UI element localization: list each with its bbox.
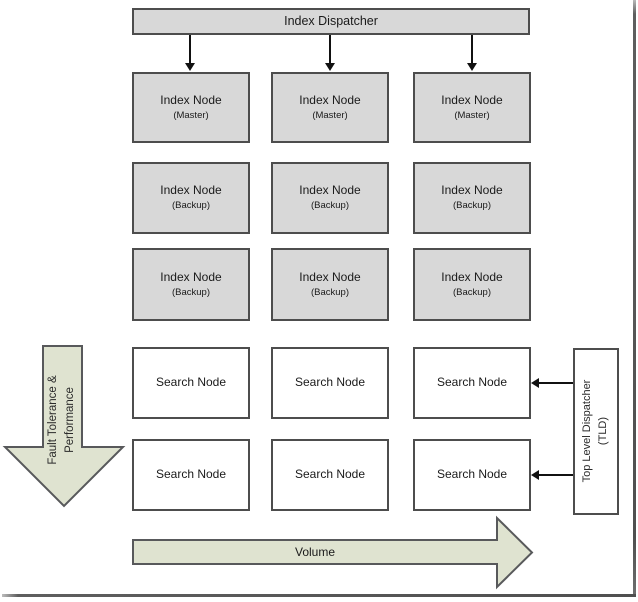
node-title: Search Node xyxy=(294,375,366,390)
index-node-backup-3: Index Node (Backup) xyxy=(413,162,531,234)
frame-shadow-right xyxy=(633,0,636,597)
connector-line-down-2 xyxy=(329,35,331,63)
top-level-dispatcher-box xyxy=(573,348,619,515)
node-subtitle: (Master) xyxy=(173,109,209,121)
index-node-backup-1: Index Node (Backup) xyxy=(132,162,250,234)
index-node-backup-4: Index Node (Backup) xyxy=(132,248,250,321)
down-arrow-icon-2 xyxy=(325,63,335,71)
left-arrow-icon-1 xyxy=(531,378,539,388)
down-big-arrow-icon xyxy=(2,345,126,508)
right-big-arrow-icon xyxy=(132,515,534,590)
connector-line-down-1 xyxy=(189,35,191,63)
index-node-master-3: Index Node (Master) xyxy=(413,72,531,143)
node-subtitle: (Backup) xyxy=(310,200,349,212)
index-dispatcher-label: Index Dispatcher xyxy=(284,13,378,28)
volume-label: Volume xyxy=(294,545,336,559)
volume-arrow xyxy=(132,515,534,590)
node-title: Search Node xyxy=(294,467,366,482)
search-node-4: Search Node xyxy=(132,439,250,511)
index-node-master-2: Index Node (Master) xyxy=(271,72,389,143)
index-dispatcher-box: Index Dispatcher xyxy=(132,8,530,35)
node-title: Index Node xyxy=(441,92,503,107)
index-node-backup-6: Index Node (Backup) xyxy=(413,248,531,321)
node-title: Search Node xyxy=(436,467,508,482)
search-node-6: Search Node xyxy=(413,439,531,511)
node-subtitle: (Master) xyxy=(454,109,490,121)
node-title: Index Node xyxy=(299,92,361,107)
search-node-2: Search Node xyxy=(271,347,389,419)
node-title: Index Node xyxy=(160,183,222,198)
node-title: Search Node xyxy=(436,375,508,390)
node-title: Index Node xyxy=(160,269,222,284)
index-node-master-1: Index Node (Master) xyxy=(132,72,250,143)
node-subtitle: (Master) xyxy=(312,109,348,121)
node-title: Index Node xyxy=(441,269,503,284)
down-arrow-icon-1 xyxy=(185,63,195,71)
node-title: Search Node xyxy=(155,467,227,482)
frame-shadow-bottom xyxy=(2,594,636,597)
connector-line-left-1 xyxy=(539,382,573,384)
down-arrow-icon-3 xyxy=(467,63,477,71)
fault-tolerance-arrow xyxy=(2,345,126,508)
node-title: Search Node xyxy=(155,375,227,390)
search-node-5: Search Node xyxy=(271,439,389,511)
node-title: Index Node xyxy=(299,183,361,198)
left-arrow-icon-2 xyxy=(531,470,539,480)
connector-line-down-3 xyxy=(471,35,473,63)
index-node-backup-2: Index Node (Backup) xyxy=(271,162,389,234)
node-title: Index Node xyxy=(299,269,361,284)
node-subtitle: (Backup) xyxy=(452,286,491,298)
node-subtitle: (Backup) xyxy=(310,286,349,298)
search-node-1: Search Node xyxy=(132,347,250,419)
node-subtitle: (Backup) xyxy=(171,200,210,212)
search-node-3: Search Node xyxy=(413,347,531,419)
index-node-backup-5: Index Node (Backup) xyxy=(271,248,389,321)
node-title: Index Node xyxy=(441,183,503,198)
connector-line-left-2 xyxy=(539,474,573,476)
node-title: Index Node xyxy=(160,92,222,107)
node-subtitle: (Backup) xyxy=(452,200,491,212)
node-subtitle: (Backup) xyxy=(171,286,210,298)
